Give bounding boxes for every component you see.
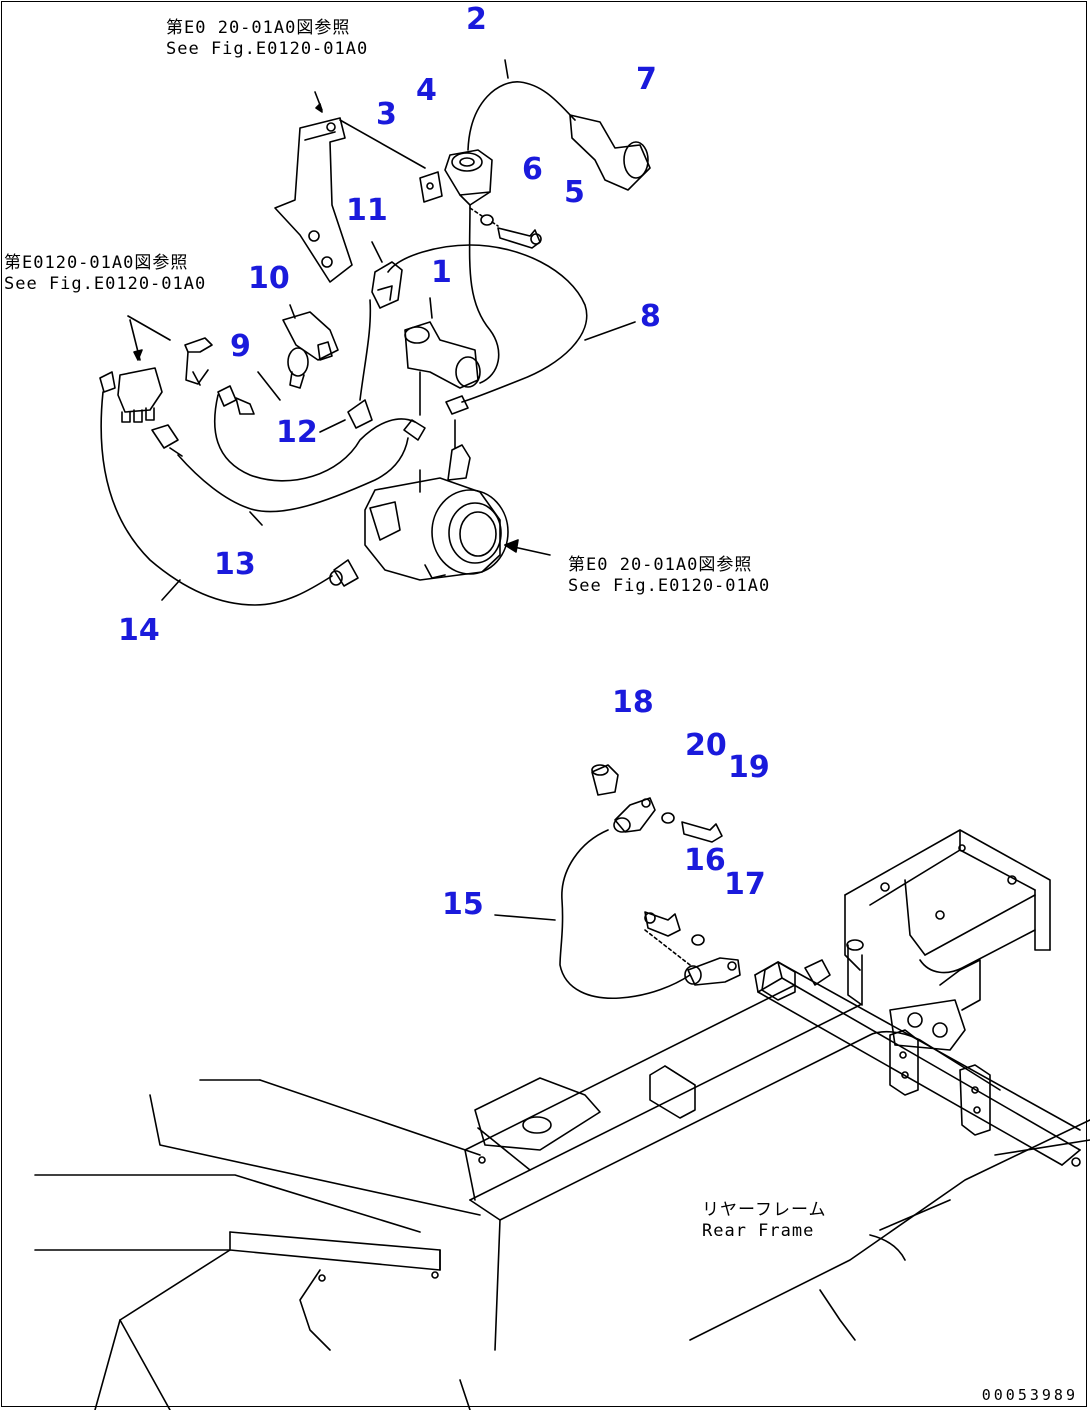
rear-frame-label: リヤーフレーム Rear Frame — [702, 1200, 826, 1242]
callout-11: 11 — [346, 193, 388, 228]
switch-reference-jp: 第E0120-01A0図参照 — [4, 253, 189, 273]
callout-14: 14 — [118, 613, 160, 648]
wire-14 — [100, 391, 359, 606]
clip-12 — [319, 299, 373, 433]
lamp-reference-en: See Fig.E0120-01A0 — [568, 576, 771, 596]
rear-frame — [34, 829, 1090, 1410]
wire-8 — [387, 244, 636, 403]
mounting-bracket — [274, 91, 426, 283]
callout-5: 5 — [564, 175, 585, 210]
callout-9: 9 — [230, 329, 251, 364]
callout-18: 18 — [612, 685, 654, 720]
lamp-reference-jp: 第E0 20-01A0図参照 — [568, 555, 753, 575]
callout-3: 3 — [376, 97, 397, 132]
clamp-and-grommet — [419, 149, 493, 206]
callout-13: 13 — [214, 547, 256, 582]
callout-16: 16 — [684, 843, 726, 878]
wire-15-assembly — [494, 764, 741, 1000]
clip-11 — [371, 241, 403, 309]
callout-15: 15 — [442, 887, 484, 922]
callout-7: 7 — [636, 62, 657, 97]
callout-17: 17 — [724, 867, 766, 902]
wire-13 — [177, 394, 426, 526]
wire-2-and-cap-7 — [467, 59, 651, 191]
callout-20: 20 — [685, 728, 727, 763]
socket-1 — [404, 204, 500, 416]
callout-2: 2 — [466, 2, 487, 37]
callout-6: 6 — [522, 152, 543, 187]
drawing-id: 00053989 — [981, 1386, 1078, 1404]
callout-8: 8 — [640, 299, 661, 334]
bolt-and-washer — [469, 207, 542, 249]
lamp-reference-note: 第E0 20-01A0図参照 See Fig.E0120-01A0 — [568, 555, 770, 597]
relay-10-and-9 — [257, 304, 339, 401]
work-lamp — [364, 395, 551, 581]
bracket-reference-en: See Fig.E0120-01A0 — [166, 39, 369, 59]
callout-1: 1 — [431, 255, 452, 290]
callout-4: 4 — [416, 73, 437, 108]
switch-reference-note: 第E0120-01A0図参照 See Fig.E0120-01A0 — [4, 253, 206, 295]
callout-12: 12 — [276, 415, 318, 450]
rear-frame-label-en: Rear Frame — [702, 1221, 815, 1241]
callout-10: 10 — [248, 261, 290, 296]
callout-19: 19 — [728, 750, 770, 785]
bracket-reference-note: 第E0 20-01A0図参照 See Fig.E0120-01A0 — [166, 18, 368, 60]
switch-connectors — [99, 315, 255, 457]
rear-frame-label-jp: リヤーフレーム — [702, 1200, 827, 1220]
bracket-reference-jp: 第E0 20-01A0図参照 — [166, 18, 351, 38]
switch-reference-en: See Fig.E0120-01A0 — [4, 274, 207, 294]
